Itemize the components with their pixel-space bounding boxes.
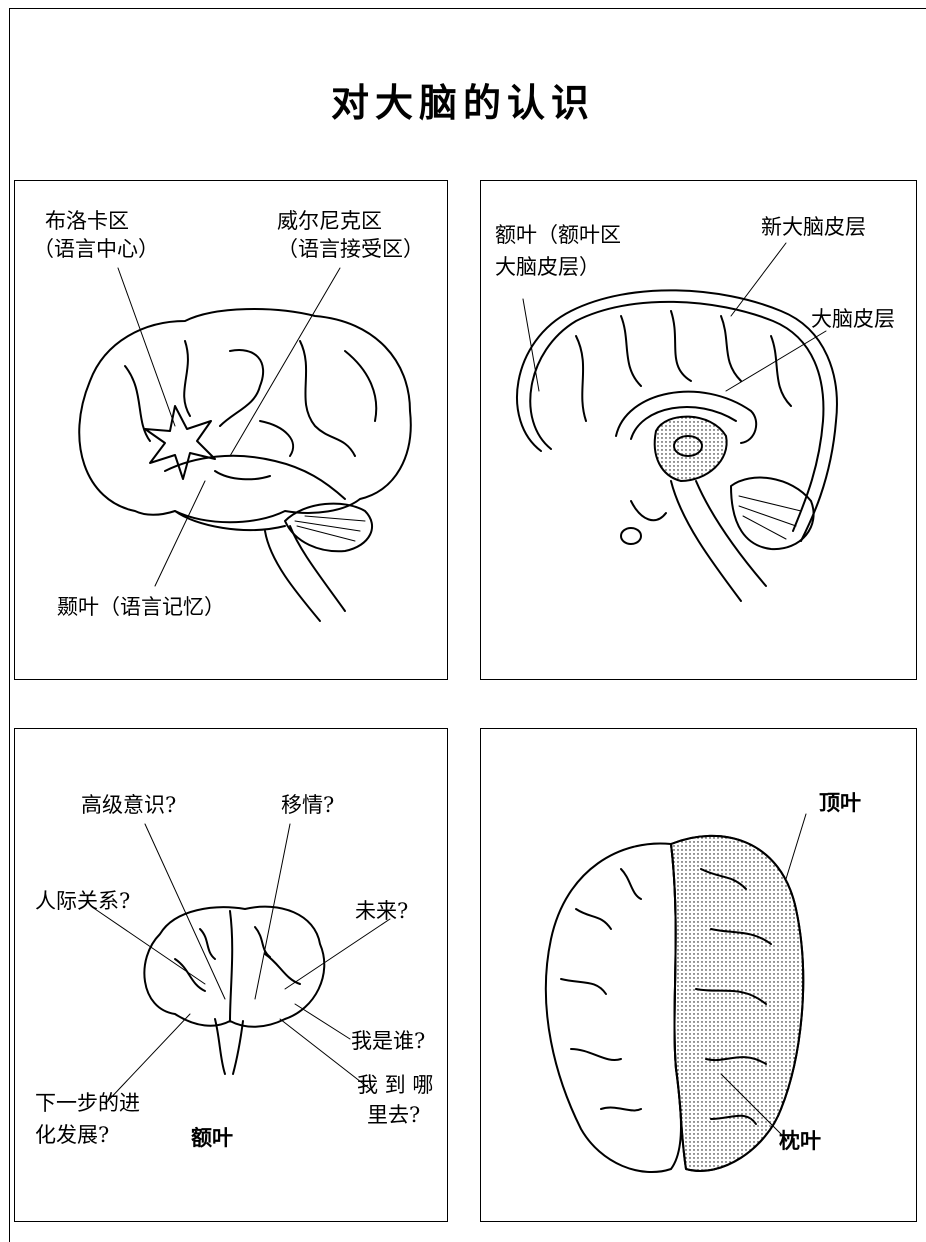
- empathy-label: 移情?: [281, 793, 335, 817]
- neocortex-label: 新大脑皮层: [761, 215, 866, 239]
- relations-label: 人际关系?: [35, 889, 131, 913]
- page-frame: [9, 8, 926, 1242]
- panel-frontal-lobe-questions: 高级意识? 移情? 人际关系? 未来? 我是谁? 我 到 哪 里去? 下一步的进…: [14, 728, 448, 1222]
- frontal-label: 额叶（额叶区: [495, 223, 621, 247]
- panel-sagittal-brain: 额叶（额叶区 大脑皮层） 新大脑皮层 大脑皮层: [480, 180, 917, 680]
- higher-consciousness-label: 高级意识?: [81, 793, 177, 817]
- occipital-lobe-label: 枕叶: [779, 1129, 821, 1153]
- where-label: 我 到 哪: [357, 1073, 434, 1097]
- temporal-label: 颞叶（语言记忆）: [57, 595, 225, 619]
- evolution-sublabel: 化发展?: [35, 1123, 110, 1147]
- wernicke-sublabel: （语言接受区）: [277, 237, 424, 261]
- frontal-lobe-label: 额叶: [191, 1126, 233, 1150]
- top-view-brain-illustration: [544, 813, 807, 1174]
- sagittal-brain-illustration: [516, 242, 838, 602]
- lateral-brain-illustration: [78, 267, 412, 622]
- panel-top-view-brain: 顶叶 枕叶: [480, 728, 917, 1222]
- cortex-label: 大脑皮层: [811, 307, 895, 331]
- page-title: 对大脑的认识: [330, 80, 595, 125]
- evolution-label: 下一步的进: [35, 1091, 140, 1115]
- parietal-lobe-label: 顶叶: [819, 791, 861, 815]
- front-brain-illustration: [94, 823, 391, 1105]
- who-am-i-label: 我是谁?: [351, 1029, 426, 1053]
- broca-label: 布洛卡区: [45, 209, 129, 233]
- where-sublabel: 里去?: [367, 1103, 421, 1127]
- frontal-sublabel: 大脑皮层）: [495, 255, 600, 279]
- panel-lateral-brain: 布洛卡区 （语言中心） 威尔尼克区 （语言接受区） 颞叶（语言记忆）: [14, 180, 448, 680]
- wernicke-label: 威尔尼克区: [277, 209, 382, 233]
- future-label: 未来?: [355, 899, 409, 923]
- broca-sublabel: （语言中心）: [33, 237, 159, 261]
